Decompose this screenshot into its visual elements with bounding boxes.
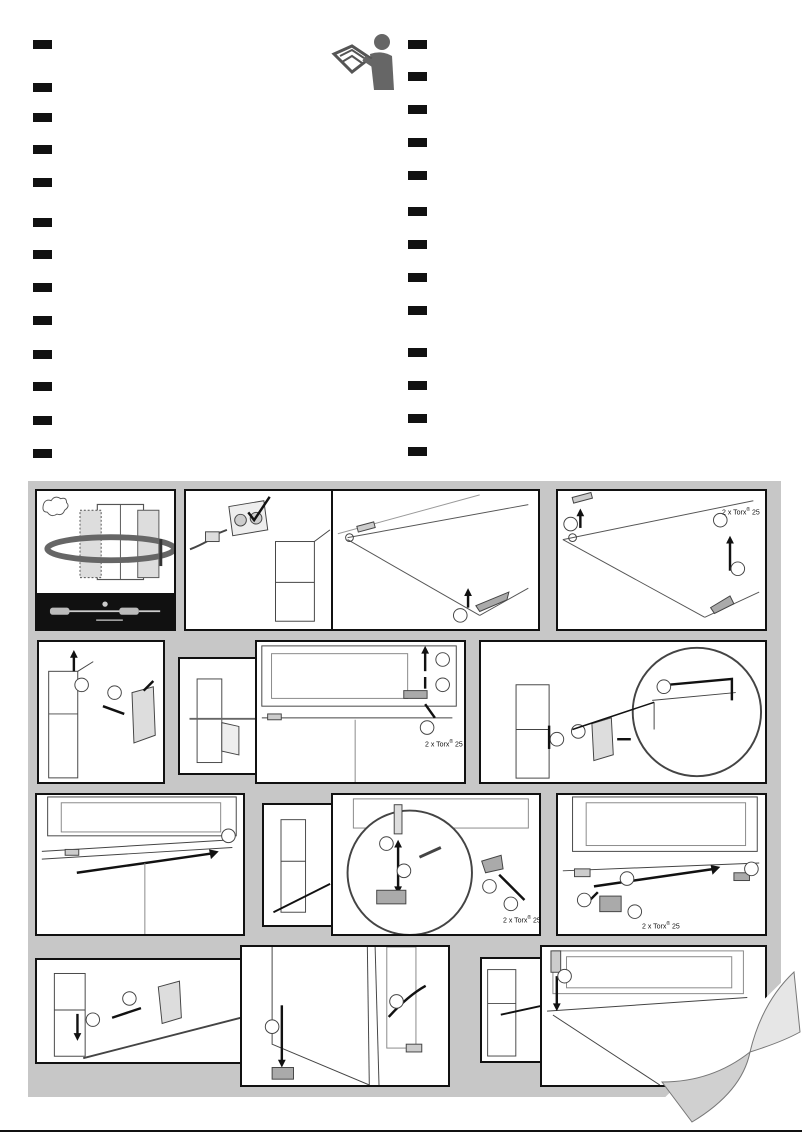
step-remove-bottom-hinge: 2 x Torx® 25 [331,793,541,936]
language-tag [408,207,427,216]
step-remove-middle-hinge: 2 x Torx® 25 [255,640,466,784]
step-middle-hinge-overview-final [480,957,546,1063]
language-tag [408,72,427,81]
step-refit-bottom-hinge: 2 x Torx® 25 [556,793,767,936]
step-transfer-middle-cover [35,793,245,936]
torx-label: 2 x Torx® 25 [722,507,760,517]
language-tag [33,350,52,359]
step-fit-lower-door-closeup [240,945,450,1087]
language-tag [33,145,52,154]
language-tag [33,316,52,325]
language-tag [408,40,427,49]
language-tag [33,83,52,92]
step-refit-middle-hinge-cover [479,640,767,784]
step-tools-required [35,595,176,631]
language-tag [33,218,52,227]
language-tag [408,105,427,114]
language-tag [33,40,52,49]
torx-label: 2 x Torx® 25 [642,921,680,931]
language-tag [33,382,52,391]
torx-label: 2 x Torx® 25 [503,915,541,925]
step-refit-top-hinge [540,945,767,1087]
step-unplug [184,489,333,631]
language-tag [408,381,427,390]
page-curl [632,962,802,1130]
language-tag [33,449,52,458]
step-fit-lower-door [35,958,245,1064]
language-tag [33,250,52,259]
step-remove-top-hinge: 2 x Torx® 25 [556,489,767,631]
language-tag [408,447,427,456]
language-tag [408,414,427,423]
step-door-reversal-overview [35,489,176,595]
language-tag [33,416,52,425]
step-remove-upper-door [37,640,165,784]
step-middle-hinge-overview [178,657,258,775]
person-reading-manual-icon [331,34,394,90]
language-tag [408,171,427,180]
torx-label: 2 x Torx® 25 [425,739,463,749]
step-bottom-hinge-overview [262,803,334,927]
language-tag [408,273,427,282]
language-tag [33,283,52,292]
language-tag [33,178,52,187]
language-tag [408,240,427,249]
language-tag [33,113,52,122]
language-tag [408,138,427,147]
language-tag [408,348,427,357]
page-bottom-rule [0,1130,802,1132]
step-remove-top-cap [331,489,540,631]
screwdriver-icon [49,601,161,621]
language-tag [408,306,427,315]
